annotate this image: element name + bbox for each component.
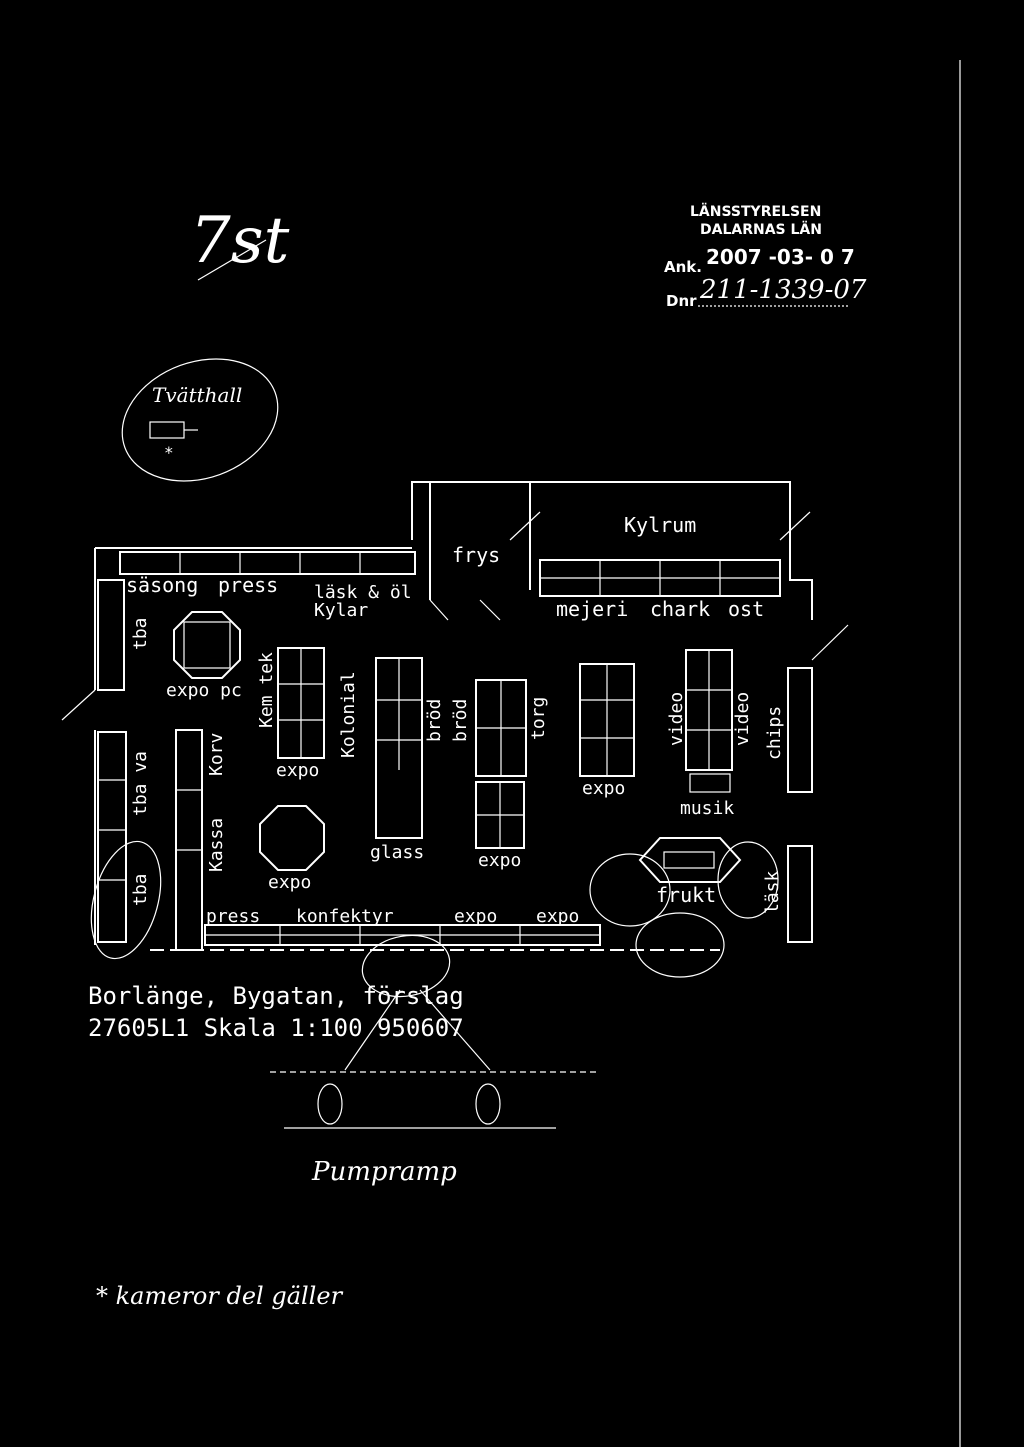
label-press-top: press xyxy=(218,573,278,597)
gondola-video xyxy=(685,649,733,793)
pump-ramp xyxy=(270,989,600,1129)
shelf-musik xyxy=(689,773,731,793)
stamp-ank-date: 2007 -03- 0 7 xyxy=(706,245,855,269)
label-video-1: video xyxy=(666,692,687,746)
label-tba-top: tba xyxy=(130,617,151,650)
gondola-kem-tek xyxy=(277,647,325,759)
stamp-ank-label: Ank. xyxy=(664,258,702,276)
label-kylrum: Kylrum xyxy=(624,513,696,537)
frukt-center xyxy=(663,851,715,869)
ramp-line-right xyxy=(419,989,491,1071)
label-torg: torg xyxy=(528,697,549,740)
top-left-shelving xyxy=(97,551,416,691)
dairy-shelving xyxy=(539,559,781,597)
label-expo-low: expo xyxy=(478,850,521,871)
frukt-table xyxy=(638,837,742,883)
pump-right xyxy=(475,1083,501,1125)
label-ost: ost xyxy=(728,597,764,621)
expo-pc-octagon xyxy=(173,611,241,679)
left-wall-shelving xyxy=(97,729,203,951)
frys-pointer-2 xyxy=(479,599,501,621)
label-korv: Korv xyxy=(206,733,227,776)
label-expo-octagon: expo xyxy=(268,872,311,893)
camera-circle-entrance xyxy=(635,912,725,978)
label-expo-right: expo xyxy=(582,778,625,799)
stamp-authority-line1: LÄNSSTYRELSEN xyxy=(690,203,821,220)
tvatthall-bubble: Tvätthall * xyxy=(121,358,279,482)
label-expo-mid: expo xyxy=(276,760,319,781)
registry-stamp: LÄNSSTYRELSEN DALARNAS LÄN Ank. 2007 -03… xyxy=(664,203,867,310)
camera-circle-lask xyxy=(717,841,779,919)
label-expo-pc: expo pc xyxy=(166,680,242,701)
label-kem-tek: Kem tek xyxy=(256,652,277,728)
label-musik: musik xyxy=(680,798,734,819)
ramp-line-left xyxy=(344,989,401,1071)
handwritten-pumpramp: Pumpramp xyxy=(311,1157,457,1187)
stamp-dnr-label: Dnr xyxy=(666,292,697,310)
label-brod-1: bröd xyxy=(424,699,445,742)
label-glass: glass xyxy=(370,842,424,863)
shelf-tba-top xyxy=(97,579,125,691)
label-expo-b1: expo xyxy=(454,906,497,927)
stamp-authority-line2: DALARNAS LÄN xyxy=(700,221,822,238)
store-outline xyxy=(61,481,849,945)
label-lask-ol: läsk & öl xyxy=(314,582,412,603)
expo-box-right xyxy=(579,663,635,777)
label-kylar: Kylar xyxy=(314,600,368,621)
handwritten-footnote: * kameror del gäller xyxy=(96,1282,344,1310)
label-kassa: Kassa xyxy=(206,818,227,872)
label-frys: frys xyxy=(452,543,500,567)
camera-circle-bottom xyxy=(361,934,451,998)
shelf-lask xyxy=(787,845,813,943)
shelf-chips xyxy=(787,667,813,793)
tvatthall-label: Tvätthall xyxy=(152,383,242,407)
bottom-counter xyxy=(150,924,720,951)
octagon-lower xyxy=(259,805,325,871)
label-brod-2: bröd xyxy=(450,699,471,742)
pump-left xyxy=(317,1083,343,1125)
stamp-dnr-value: 211-1339-07 xyxy=(699,275,867,305)
door-swing-3 xyxy=(811,624,849,661)
camera-symbol xyxy=(149,421,185,439)
expo-box-torg xyxy=(475,781,525,849)
shelf-tba-va xyxy=(97,731,127,943)
label-chips: chips xyxy=(764,706,785,760)
shelf-sasong-press xyxy=(119,551,416,575)
label-expo-b2: expo xyxy=(536,906,579,927)
gondola-brod-glass xyxy=(375,657,423,839)
camera-circle-frukt xyxy=(589,853,671,927)
label-tba-low: tba xyxy=(130,873,151,906)
frys-pointer-1 xyxy=(429,599,449,621)
label-konfektyr: konfektyr xyxy=(296,906,394,927)
door-swing-4 xyxy=(61,689,96,721)
camera-markers xyxy=(90,840,779,998)
label-video-2: video xyxy=(732,692,753,746)
initials-underline xyxy=(197,239,267,281)
label-frukt: frukt xyxy=(656,883,716,907)
door-swing-1 xyxy=(509,511,541,541)
label-sasong: säsong xyxy=(126,573,198,597)
label-chark: chark xyxy=(650,597,710,621)
label-press-bottom: press xyxy=(206,906,260,927)
gondola-torg xyxy=(475,679,527,777)
label-kolonial: Kolonial xyxy=(338,671,359,758)
counter-kassa-korv xyxy=(175,729,203,951)
caption-line-1: Borlänge, Bygatan, förslag xyxy=(88,982,464,1010)
handwritten-initials: 7st xyxy=(190,204,290,278)
tvatthall-star: * xyxy=(164,443,174,462)
camera-circle-left xyxy=(90,840,162,960)
caption-line-2: 27605L1 Skala 1:100 950607 xyxy=(88,1014,464,1042)
tvatthall-circle xyxy=(121,358,279,482)
label-mejeri: mejeri xyxy=(556,597,628,621)
label-lask: läsk xyxy=(762,870,783,914)
frukt-display xyxy=(638,837,742,883)
octagon-upper xyxy=(173,611,241,679)
label-tba-va: tba va xyxy=(130,751,151,816)
door-swing-2 xyxy=(779,511,811,541)
